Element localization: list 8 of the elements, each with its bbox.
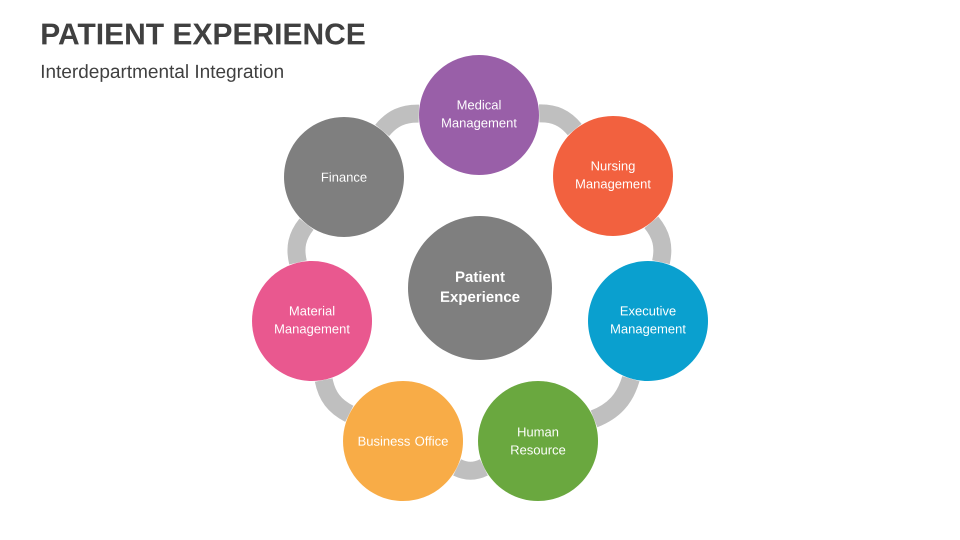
ring-segment	[453, 459, 488, 480]
subtitle: Interdepartmental Integration	[42, 64, 283, 82]
ring-segment	[644, 216, 672, 264]
ring-segment	[539, 104, 582, 136]
ring-segment	[375, 104, 419, 136]
ring-segment	[314, 378, 354, 422]
ring-segment	[287, 218, 314, 264]
title: PATIENT EXPERIENCE	[42, 23, 365, 45]
